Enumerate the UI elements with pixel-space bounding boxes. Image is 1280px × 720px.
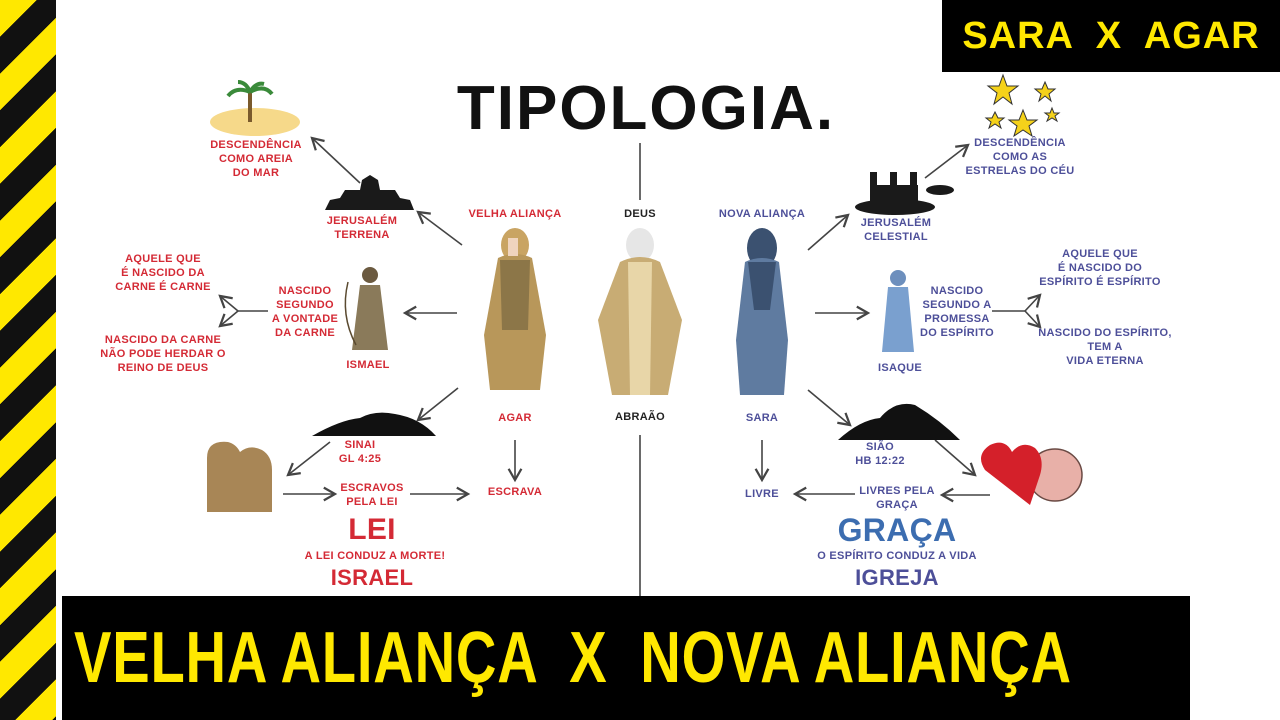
agar-figure [484, 228, 546, 390]
sara-figure [736, 228, 788, 395]
label-sara: SARA [745, 412, 779, 424]
connector-lines [218, 136, 1042, 600]
arrow [807, 389, 852, 427]
label-descendencia-estrelas: DESCENDÊNCIA COMO AS ESTRELAS DO CÉU [965, 137, 1075, 177]
palm-island-icon [210, 80, 300, 136]
label-jerusalem-terrena: JERUSALÉM TERRENA [326, 215, 398, 241]
siao-mountain-icon [838, 403, 960, 440]
label-igreja: IGREJA [855, 565, 939, 590]
label-vontade-carne: NASCIDO SEGUNDO A VONTADE DA CARNE [271, 285, 339, 339]
label-abraao: ABRAÃO [614, 411, 666, 423]
label-promessa-espirito: NASCIDO SEGUNDO A PROMESSA DO ESPÍRITO [920, 285, 994, 339]
label-nao-pode-herdar: NASCIDO DA CARNE NÃO PODE HERDAR O REINO… [100, 334, 226, 374]
arrow [924, 143, 970, 179]
arrow [807, 213, 850, 251]
celestial-castle-icon [855, 172, 954, 215]
abraham-figure [598, 228, 682, 395]
label-sinai: SINAI GL 4:25 [338, 439, 382, 465]
label-jerusalem-celestial: JERUSALÉM CELESTIAL [860, 217, 932, 243]
label-siao: SIÃO HB 12:22 [855, 441, 905, 467]
banner-text: VELHA ALIANÇA X NOVA ALIANÇA [74, 618, 1072, 698]
label-descendencia-areia: DESCENDÊNCIA COMO AREIA DO MAR [210, 139, 302, 179]
label-isaque: ISAQUE [878, 362, 922, 374]
label-velha-alianca: VELHA ALIANÇA [468, 208, 562, 220]
stars-icon [984, 73, 1061, 138]
label-nascido-espirito: AQUELE QUE É NASCIDO DO ESPÍRITO É ESPÍR… [1039, 248, 1161, 288]
bottom-banner: VELHA ALIANÇA X NOVA ALIANÇA [62, 596, 1190, 720]
label-lei: LEI [348, 513, 396, 546]
label-graca: GRAÇA [837, 512, 957, 548]
label-israel: ISRAEL [330, 565, 414, 590]
label-livre: LIVRE [745, 488, 779, 500]
jerusalem-skyline-icon [325, 175, 414, 210]
law-tablets-icon [207, 441, 272, 512]
arrow [934, 439, 977, 477]
label-deus: DEUS [624, 208, 656, 220]
label-ismael: ISMAEL [346, 359, 390, 371]
label-nascido-carne: AQUELE QUE É NASCIDO DA CARNE É CARNE [115, 253, 211, 293]
arrow [416, 210, 463, 246]
label-nova-alianca: NOVA ALIANÇA [718, 208, 806, 220]
arrow [218, 294, 239, 312]
label-escrava: ESCRAVA [487, 486, 543, 498]
label-livres-graca: LIVRES PELA GRAÇA [859, 485, 935, 511]
label-escravos-lei: ESCRAVOS PELA LEI [340, 482, 404, 508]
arrow [1024, 310, 1042, 329]
label-espirito-vida: O ESPÍRITO CONDUZ A VIDA [817, 550, 977, 562]
arrow [1024, 293, 1042, 312]
isaque-figure [882, 270, 914, 352]
ismael-figure [344, 267, 388, 350]
label-vida-eterna: NASCIDO DO ESPÍRITO, TEM A VIDA ETERNA [1038, 327, 1172, 367]
title-badge: SARA X AGAR [942, 0, 1280, 72]
arrow [416, 387, 459, 422]
label-agar: AGAR [498, 412, 532, 424]
arrow [286, 441, 331, 477]
page-title: TIPOLOGIA. [456, 74, 836, 143]
sinai-mountain-icon [312, 412, 436, 436]
label-lei-morte: A LEI CONDUZ A MORTE! [304, 550, 446, 562]
arrow [218, 310, 239, 328]
hazard-stripes [0, 0, 56, 720]
heart-brain-icon [981, 442, 1083, 505]
arrow [310, 136, 361, 184]
